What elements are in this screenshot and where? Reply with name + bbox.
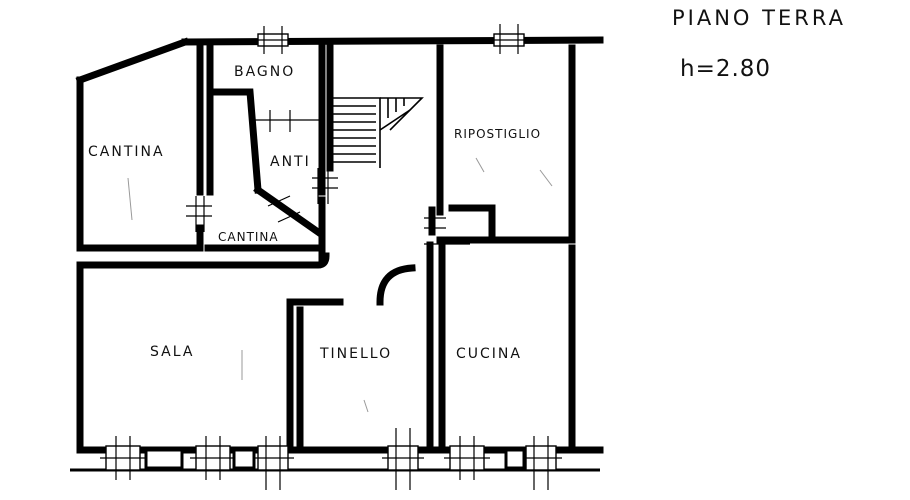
ceiling-height-label: h=2.80 bbox=[680, 56, 772, 82]
pencil-marks bbox=[127, 157, 553, 413]
room-label-cucina: CUCINA bbox=[456, 346, 522, 362]
walls bbox=[70, 36, 604, 472]
door-arc bbox=[376, 264, 416, 306]
plan-title: PIANO TERRA bbox=[672, 6, 846, 30]
room-label-sala: SALA bbox=[150, 344, 194, 360]
room-label-bagno: BAGNO bbox=[234, 64, 295, 80]
room-label-cantina: CANTINA bbox=[88, 144, 165, 160]
room-label-cantina-small: CANTINA bbox=[218, 230, 279, 244]
room-label-ripostiglio: RIPOSTIGLIO bbox=[454, 127, 541, 141]
room-label-tinello: TINELLO bbox=[319, 346, 392, 362]
windows bbox=[100, 24, 562, 490]
door-openings bbox=[186, 110, 470, 245]
room-labels: BAGNO CANTINA ANTI CANTINA RIPOSTIGLIO S… bbox=[88, 64, 541, 362]
staircase bbox=[332, 97, 424, 168]
room-label-anti: ANTI bbox=[270, 154, 311, 170]
